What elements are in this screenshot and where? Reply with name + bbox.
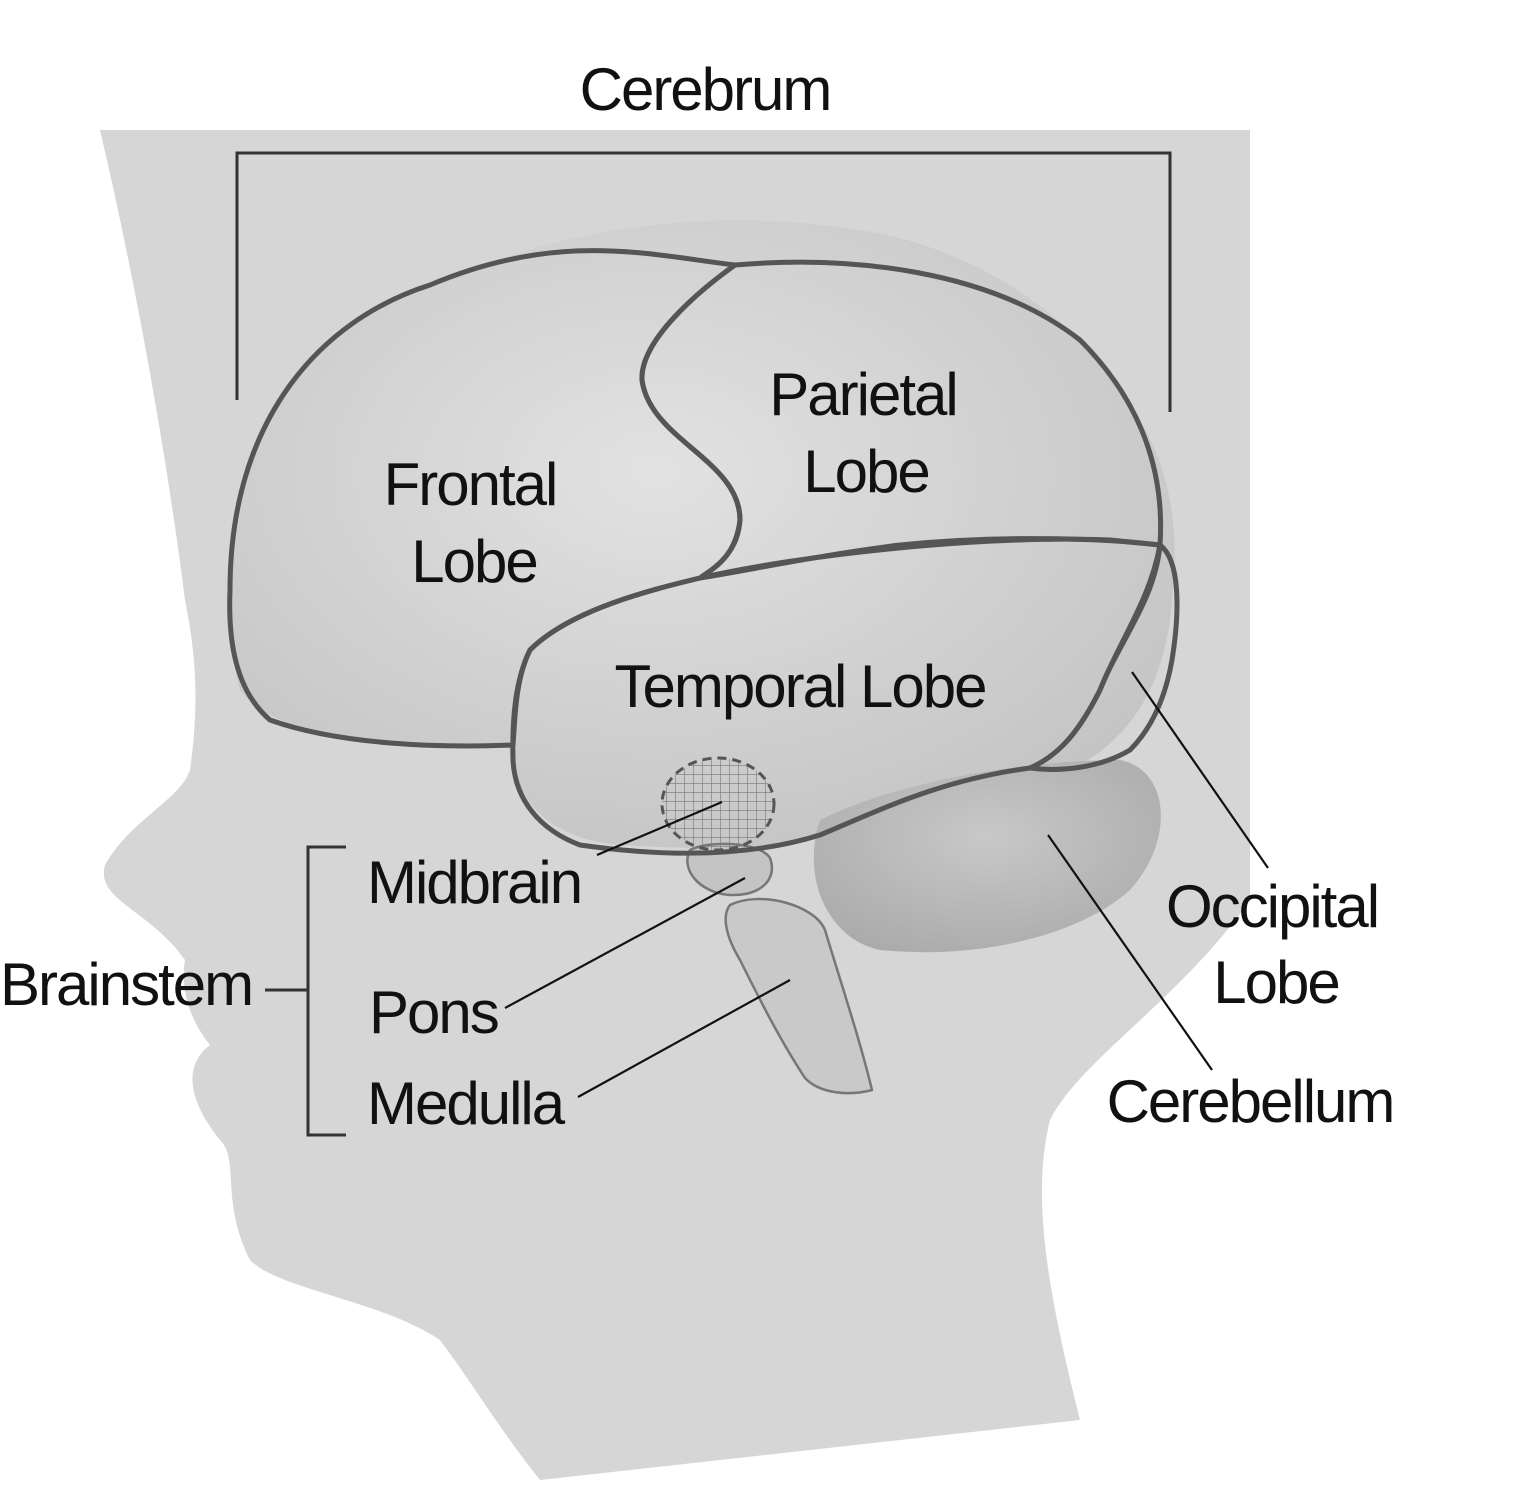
occipital-lobe-label-1: Occipital — [1166, 873, 1378, 940]
temporal-lobe-label: Temporal Lobe — [615, 653, 986, 720]
midbrain-leader-line — [596, 800, 723, 857]
occipital-leader-line — [1131, 671, 1269, 869]
parietal-lobe-label-2: Lobe — [803, 438, 928, 505]
brainstem-label: Brainstem — [0, 951, 252, 1018]
occipital-lobe-label-2: Lobe — [1213, 949, 1338, 1016]
medulla-label: Medulla — [367, 1070, 566, 1137]
cerebellum-shape — [813, 760, 1161, 953]
pons-label: Pons — [369, 979, 498, 1046]
medulla-shape — [724, 897, 874, 1095]
parietal-lobe-label-1: Parietal — [769, 361, 956, 428]
parietal-lobe-outline — [639, 259, 1164, 581]
cerebrum-label: Cerebrum — [580, 56, 831, 123]
frontal-lobe-label-1: Frontal — [384, 451, 557, 518]
pons-leader-line — [504, 877, 746, 1009]
medulla-leader-line — [577, 979, 791, 1098]
midbrain-label: Midbrain — [367, 849, 581, 916]
brain-cerebrum — [230, 220, 1175, 848]
cerebellum-leader-line — [1047, 834, 1213, 1071]
frontal-lobe-label-2: Lobe — [411, 528, 536, 595]
cerebellum-label: Cerebellum — [1107, 1068, 1394, 1135]
brainstem-bracket — [265, 845, 346, 1137]
occipital-lobe-outline — [1027, 542, 1180, 772]
temporal-lobe-outline — [510, 536, 1163, 856]
cerebrum-bracket — [235, 151, 1172, 412]
